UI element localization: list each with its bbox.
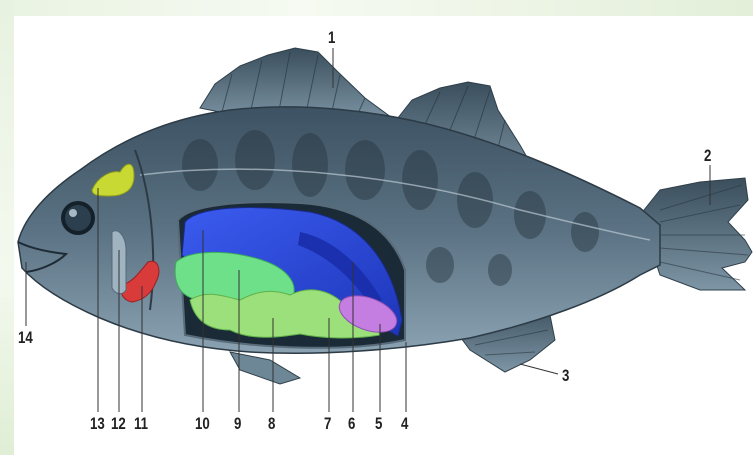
- label-9: 9: [234, 414, 241, 434]
- label-13: 13: [90, 414, 105, 434]
- label-6: 6: [348, 414, 355, 434]
- label-8: 8: [268, 414, 275, 434]
- label-1: 1: [328, 28, 335, 48]
- label-2: 2: [704, 146, 711, 166]
- label-10: 10: [195, 414, 210, 434]
- label-3: 3: [562, 366, 569, 386]
- label-7: 7: [324, 414, 331, 434]
- pelvic-fin: [230, 352, 300, 384]
- label-4: 4: [401, 414, 408, 434]
- label-12: 12: [111, 414, 126, 434]
- label-11: 11: [134, 414, 148, 434]
- label-14: 14: [18, 328, 33, 348]
- label-5: 5: [375, 414, 382, 434]
